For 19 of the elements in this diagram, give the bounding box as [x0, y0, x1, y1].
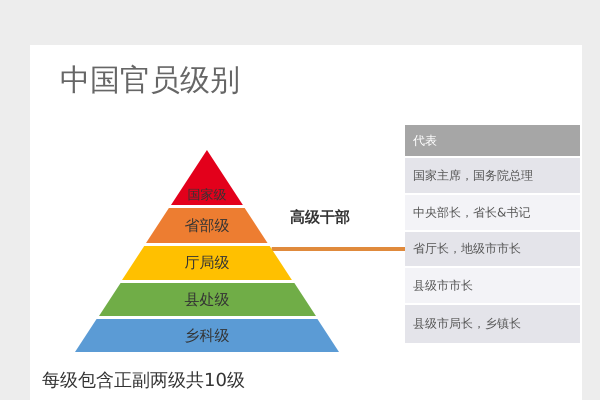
- table-header: [405, 125, 580, 156]
- level-label: 乡科级: [184, 326, 230, 345]
- cell-text: 代表: [413, 132, 437, 149]
- cell-text: 中央部长，省长&书记: [413, 204, 530, 221]
- cell-text: 省厅长，地级市市长: [413, 240, 521, 258]
- level-label: 国家级: [187, 187, 226, 204]
- table-row: [405, 305, 580, 343]
- cell-text: 县级市局长，乡镇长: [413, 316, 521, 332]
- level-label: 厅局级: [184, 254, 230, 272]
- connector-line: [272, 247, 405, 251]
- table-row: [405, 158, 580, 193]
- caption: 每级包含正副两级共10级: [42, 369, 245, 392]
- table-row: [405, 232, 580, 266]
- level-label: 县处级: [184, 290, 230, 309]
- cell-text: 国家主席，国务院总理: [413, 167, 533, 184]
- level-label: 省部级: [184, 216, 230, 235]
- group-label: 高级干部: [290, 208, 350, 227]
- title: 中国官员级别: [60, 62, 240, 100]
- cell-text: 县级市市长: [413, 277, 473, 294]
